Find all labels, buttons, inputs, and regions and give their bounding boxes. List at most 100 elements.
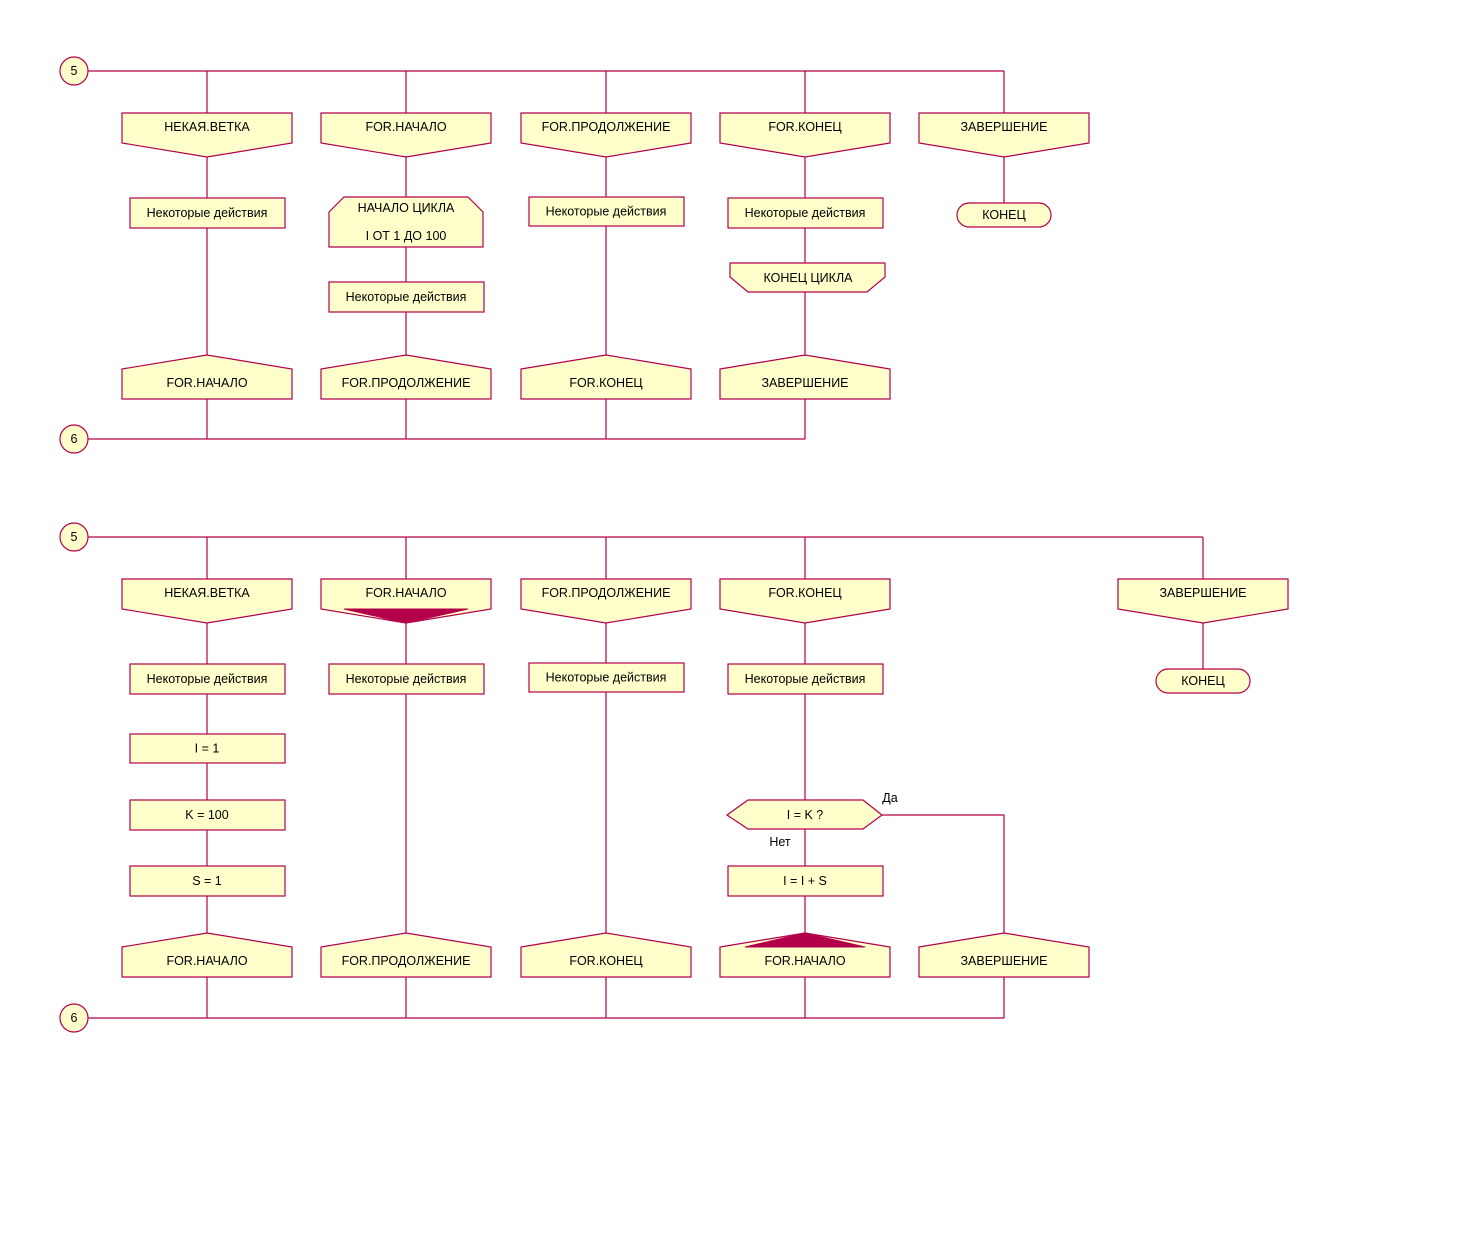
shape <box>719 578 891 624</box>
no-text: Нет <box>769 835 791 849</box>
shape <box>918 112 1090 158</box>
address-name: ЗАВЕРШЕНИЕ <box>960 954 1047 968</box>
box-shape <box>1155 668 1251 694</box>
branch-name: FOR.НАЧАЛО <box>365 120 446 134</box>
shape <box>121 354 293 400</box>
connector-circle: 5 <box>59 56 89 86</box>
shape <box>320 112 492 158</box>
shape <box>719 112 891 158</box>
action-box: Некоторые действия <box>727 197 884 229</box>
assign-box: K = 100 <box>129 799 286 831</box>
action-text: Некоторые действия <box>147 206 268 220</box>
action-box: Некоторые действия <box>328 281 485 313</box>
shape <box>520 932 692 978</box>
address-name: ЗАВЕРШЕНИЕ <box>761 376 848 390</box>
branch-header: FOR.НАЧАЛО <box>320 112 492 158</box>
loop-range: I ОТ 1 ДО 100 <box>366 229 447 243</box>
box-shape <box>528 196 685 227</box>
action-text: Некоторые действия <box>546 671 667 685</box>
branch-header: FOR.КОНЕЦ <box>719 578 891 624</box>
end-terminator: КОНЕЦ <box>1155 668 1251 694</box>
assign-box: I = I + S <box>727 865 884 897</box>
assign-box: S = 1 <box>129 865 286 897</box>
address-block: FOR.НАЧАЛО <box>719 932 891 978</box>
action-text: Некоторые действия <box>745 672 866 686</box>
assign-box: I = 1 <box>129 733 286 764</box>
shape <box>328 196 484 248</box>
connector-circle: 6 <box>59 1003 89 1033</box>
box-shape <box>528 662 685 693</box>
address-name: FOR.КОНЕЦ <box>569 954 643 968</box>
address-name: FOR.НАЧАЛО <box>764 954 845 968</box>
action-text: S = 1 <box>192 874 222 888</box>
connector-label: 5 <box>71 64 78 78</box>
address-block: ЗАВЕРШЕНИЕ <box>719 354 891 400</box>
yes-text: Да <box>882 791 897 805</box>
shape <box>725 799 883 830</box>
loop-start: НАЧАЛО ЦИКЛА I ОТ 1 ДО 100 <box>328 196 484 248</box>
connector-label: 5 <box>71 530 78 544</box>
branch-name: ЗАВЕРШЕНИЕ <box>960 120 1047 134</box>
action-box: Некоторые действия <box>328 663 485 695</box>
branch-name: FOR.ПРОДОЛЖЕНИЕ <box>542 586 671 600</box>
branch-header: ЗАВЕРШЕНИЕ <box>1117 578 1289 624</box>
filled-marker <box>343 608 469 624</box>
address-block: FOR.НАЧАЛО <box>121 932 293 978</box>
branch-header: FOR.КОНЕЦ <box>719 112 891 158</box>
action-text: I = I + S <box>783 874 827 888</box>
address-block: FOR.КОНЕЦ <box>520 354 692 400</box>
end-text: КОНЕЦ <box>982 208 1026 222</box>
loop-title: НАЧАЛО ЦИКЛА <box>358 201 455 215</box>
action-box: Некоторые действия <box>727 663 884 695</box>
address-name: FOR.НАЧАЛО <box>166 954 247 968</box>
no-label: Нет <box>769 835 791 849</box>
box-shape <box>129 799 286 831</box>
branch-name: НЕКАЯ.ВЕТКА <box>164 586 250 600</box>
shape <box>121 932 293 978</box>
branch-header: FOR.ПРОДОЛЖЕНИЕ <box>520 578 692 624</box>
action-text: K = 100 <box>185 808 228 822</box>
address-name: FOR.НАЧАЛО <box>166 376 247 390</box>
connector-label: 6 <box>71 432 78 446</box>
shape <box>121 578 293 624</box>
shape <box>520 112 692 158</box>
circle-shape <box>59 56 89 86</box>
question-text: I = K ? <box>787 808 824 822</box>
shape <box>918 932 1090 978</box>
box-shape <box>129 733 286 764</box>
loop-end-text: КОНЕЦ ЦИКЛА <box>763 271 853 285</box>
shape <box>520 578 692 624</box>
branch-name: ЗАВЕРШЕНИЕ <box>1159 586 1246 600</box>
box-shape <box>328 281 485 313</box>
connector-label: 6 <box>71 1011 78 1025</box>
yes-label: Да <box>882 791 897 805</box>
branch-header: НЕКАЯ.ВЕТКА <box>121 578 293 624</box>
branch-header: FOR.НАЧАЛО <box>320 578 492 624</box>
connector-line <box>882 814 1005 1018</box>
shape <box>520 354 692 400</box>
action-box: Некоторые действия <box>528 196 685 227</box>
circle-shape <box>59 1003 89 1033</box>
action-text: Некоторые действия <box>346 290 467 304</box>
address-name: FOR.КОНЕЦ <box>569 376 643 390</box>
connector-circle: 5 <box>59 522 89 552</box>
action-text: Некоторые действия <box>745 206 866 220</box>
circle-shape <box>59 424 89 454</box>
connector-circle: 6 <box>59 424 89 454</box>
shape <box>320 932 492 978</box>
branch-name: FOR.НАЧАЛО <box>365 586 446 600</box>
branch-header: НЕКАЯ.ВЕТКА <box>121 112 293 158</box>
filled-marker <box>744 932 866 948</box>
address-block: FOR.ПРОДОЛЖЕНИЕ <box>320 354 492 400</box>
address-name: FOR.ПРОДОЛЖЕНИЕ <box>342 954 471 968</box>
action-box: Некоторые действия <box>129 663 286 695</box>
question-box: I = K ? <box>725 799 883 830</box>
shape <box>719 354 891 400</box>
box-shape <box>956 202 1052 228</box>
end-text: КОНЕЦ <box>1181 674 1225 688</box>
shape <box>1117 578 1289 624</box>
action-box: Некоторые действия <box>528 662 685 693</box>
box-shape <box>727 663 884 695</box>
branch-name: FOR.ПРОДОЛЖЕНИЕ <box>542 120 671 134</box>
